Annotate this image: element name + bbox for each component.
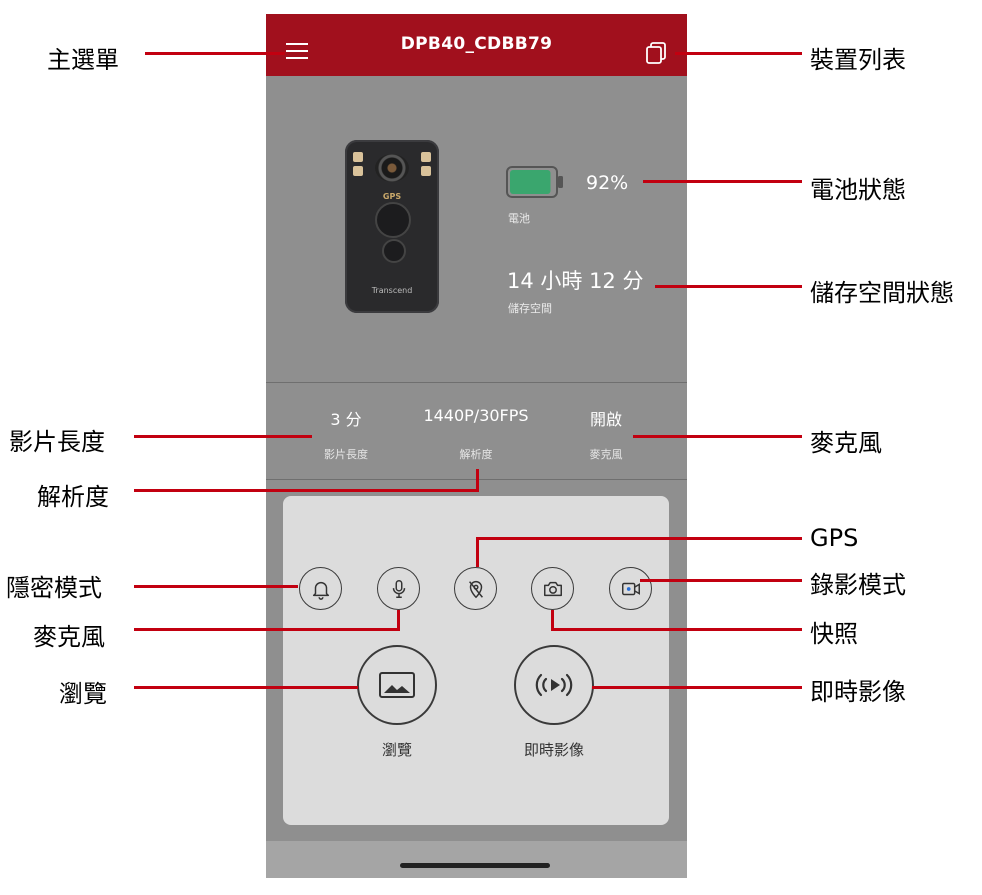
phone-screen: DPB40_CDBB79 GPS Transcend 92% 電池 14 小時 … <box>266 14 687 878</box>
bottom-strip <box>266 841 687 878</box>
callout-line <box>655 285 802 288</box>
storage-label: 儲存空間 <box>508 302 552 315</box>
callout-line <box>643 180 802 183</box>
resolution-label: 解析度 <box>459 448 493 461</box>
callout-privacy-mode: 隱密模式 <box>6 574 102 602</box>
image-icon <box>379 672 415 698</box>
battery-label: 電池 <box>508 212 530 225</box>
resolution-value[interactable]: 1440P/30FPS <box>423 406 529 425</box>
callout-line <box>476 469 479 492</box>
callout-line <box>397 610 400 631</box>
callout-line <box>476 537 479 567</box>
bell-icon[interactable] <box>299 567 342 610</box>
divider <box>266 382 687 383</box>
callout-browse: 瀏覽 <box>59 680 107 708</box>
camera-icon[interactable] <box>531 567 574 610</box>
camera-brand-label: Transcend <box>371 286 413 295</box>
browse-label: 瀏覽 <box>381 741 412 759</box>
callout-line <box>592 686 802 689</box>
microphone-label: 麥克風 <box>589 448 623 461</box>
hamburger-menu-icon[interactable] <box>286 43 308 61</box>
battery-percent: 92% <box>586 172 629 194</box>
home-indicator[interactable] <box>400 863 550 868</box>
callout-line <box>476 537 802 540</box>
callout-main-menu: 主選單 <box>47 46 119 74</box>
gps-off-icon[interactable] <box>454 567 497 610</box>
browse-button[interactable] <box>357 645 437 725</box>
camera-gps-label: GPS <box>382 192 402 201</box>
callout-device-list: 裝置列表 <box>810 46 906 74</box>
live-view-button[interactable] <box>514 645 594 725</box>
callout-microphone-left: 麥克風 <box>33 623 105 651</box>
battery-icon <box>506 166 564 198</box>
callout-line <box>640 579 802 582</box>
callout-video-length: 影片長度 <box>9 428 105 456</box>
callout-storage-status: 儲存空間狀態 <box>810 279 954 307</box>
callout-gps: GPS <box>810 524 859 552</box>
camera-image: GPS Transcend <box>345 140 439 313</box>
callout-line <box>134 628 400 631</box>
storage-value: 14 小時 12 分 <box>507 269 644 293</box>
callout-live-view: 即時影像 <box>810 678 906 706</box>
callout-line <box>134 686 358 689</box>
live-view-label: 即時影像 <box>523 741 584 759</box>
callout-line <box>633 435 802 438</box>
live-stream-icon <box>535 673 573 697</box>
device-title: DPB40_CDBB79 <box>400 34 553 54</box>
callout-line <box>134 435 312 438</box>
callout-line <box>145 52 285 55</box>
callout-battery-status: 電池狀態 <box>810 176 906 204</box>
callout-line <box>675 52 802 55</box>
video-length-label: 影片長度 <box>324 448 368 461</box>
callout-line <box>551 628 802 631</box>
video-length-value[interactable]: 3 分 <box>330 410 362 429</box>
microphone-icon[interactable] <box>377 567 420 610</box>
callout-record-mode: 錄影模式 <box>810 571 906 599</box>
callout-microphone-right: 麥克風 <box>810 429 882 457</box>
device-list-icon[interactable] <box>644 41 668 65</box>
video-record-icon[interactable] <box>609 567 652 610</box>
microphone-value[interactable]: 開啟 <box>589 410 622 429</box>
callout-line <box>134 585 298 588</box>
callout-resolution: 解析度 <box>37 483 109 511</box>
callout-line <box>551 610 554 631</box>
callout-line <box>134 489 478 492</box>
top-bar: DPB40_CDBB79 <box>266 14 687 76</box>
callout-snapshot: 快照 <box>810 620 858 648</box>
